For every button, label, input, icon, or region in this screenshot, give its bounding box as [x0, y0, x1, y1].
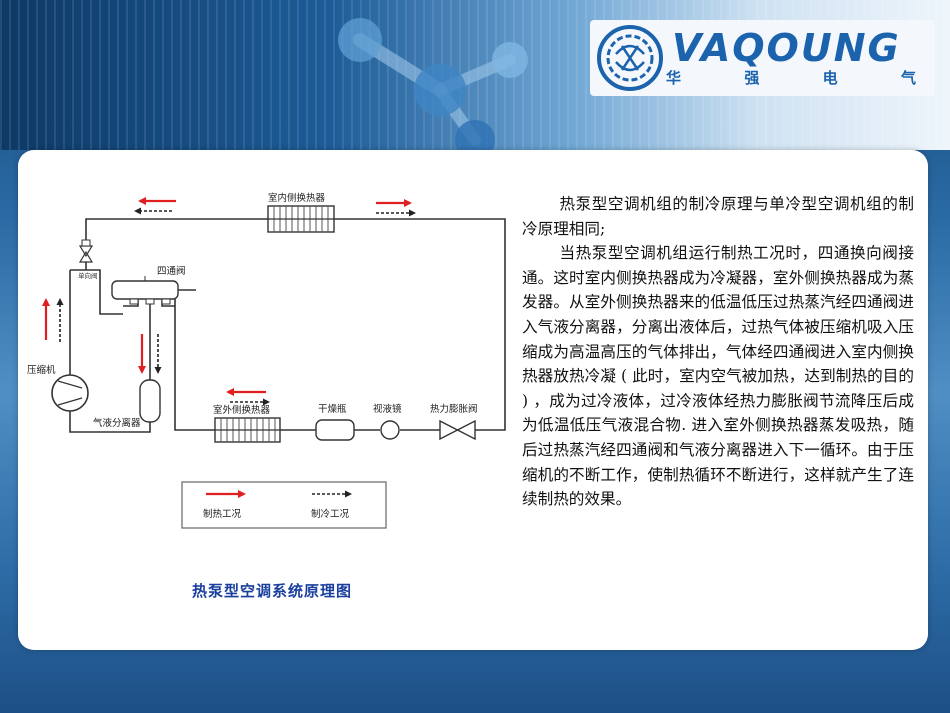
indoor-exchanger-label: 室内侧换热器	[268, 192, 326, 204]
check-valve-icon	[78, 239, 94, 263]
content-panel	[18, 150, 928, 650]
legend-cooling-label: 制冷工况	[311, 508, 350, 520]
indoor-exchanger	[267, 205, 335, 233]
logo-subtitle-char: 气	[900, 69, 916, 87]
diagram-caption: 热泵型空调系统原理图	[192, 582, 353, 600]
molecule-decoration	[338, 18, 528, 150]
outdoor-exchanger-label: 室外侧换热器	[213, 404, 271, 416]
compressor-label: 压缩机	[27, 364, 56, 376]
paragraph-1: 热泵型空调机组的制冷原理与单冷型空调机组的制冷原理相同;	[522, 195, 914, 238]
separator-label: 气液分离器	[93, 417, 141, 429]
dryer-label: 干燥瓶	[318, 403, 347, 415]
four-way-valve-label: 四通阀	[157, 265, 186, 277]
expansion-valve-icon	[439, 419, 476, 441]
legend-heating-label: 制热工况	[203, 508, 242, 520]
paragraph-2: 当热泵型空调机组运行制热工况时，四通换向阀接通。这时室内侧换热器成为冷凝器，室外…	[522, 244, 914, 509]
logo-mark-icon	[597, 25, 663, 91]
logo-subtitle-char: 电	[822, 69, 838, 87]
logo-box	[590, 20, 935, 96]
outdoor-exchanger	[214, 417, 281, 443]
sight-glass	[380, 420, 400, 440]
sight-glass-label: 视液镜	[373, 403, 402, 415]
expansion-valve-label: 热力膨胀阀	[430, 403, 478, 415]
dryer	[315, 419, 355, 441]
check-valve-label: 单向阀	[78, 271, 98, 280]
logo-subtitle-char: 强	[744, 69, 760, 87]
pipework	[69, 218, 506, 433]
logo-text: VAQOUNG	[672, 26, 901, 70]
four-way-valve	[111, 276, 179, 305]
description-text: 热泵型空调机组的制冷原理与单冷型空调机组的制冷原理相同; 当热泵型空调机组运行制…	[522, 192, 914, 512]
logo-subtitle-char: 华	[666, 69, 682, 87]
gas-liquid-separator	[139, 379, 161, 423]
compressor	[51, 374, 89, 412]
logo-subtitle: 华 强 电 气	[666, 67, 916, 88]
legend: 制热工况 制冷工况	[181, 481, 387, 529]
